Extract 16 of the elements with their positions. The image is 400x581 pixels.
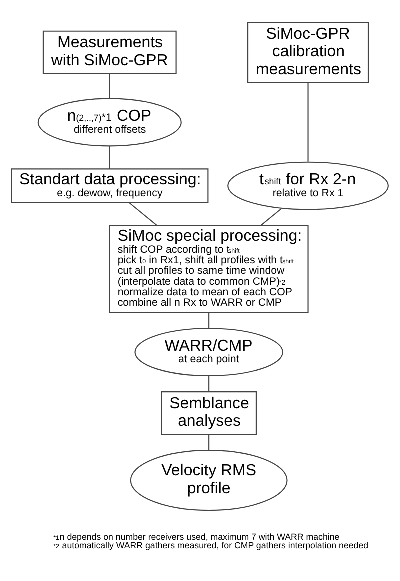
connector (208, 376, 210, 392)
node-ellipse: Velocity RMS profile (130, 450, 288, 512)
connector (208, 434, 210, 450)
connector (109, 74, 110, 99)
node-box: Standart data processing: e.g. dewow, frequency (11, 168, 209, 204)
node-box: Measurements with SiMoc-GPR (42, 30, 177, 74)
connector (208, 312, 210, 328)
node-box: Semblance analyses (161, 392, 257, 436)
connector (260, 208, 282, 226)
connector (109, 146, 110, 170)
node-ellipse: WARR/CMP at each point (134, 328, 284, 377)
connector (308, 83, 309, 162)
connector (129, 202, 158, 226)
node-box: SiMoc-GPR calibration measurements (248, 22, 370, 84)
node-ellipse: tshift for Rx 2-n relative to Rx 1 (228, 162, 389, 210)
node-ellipse: n(2,..,7)*1 COP different offsets (38, 98, 182, 147)
